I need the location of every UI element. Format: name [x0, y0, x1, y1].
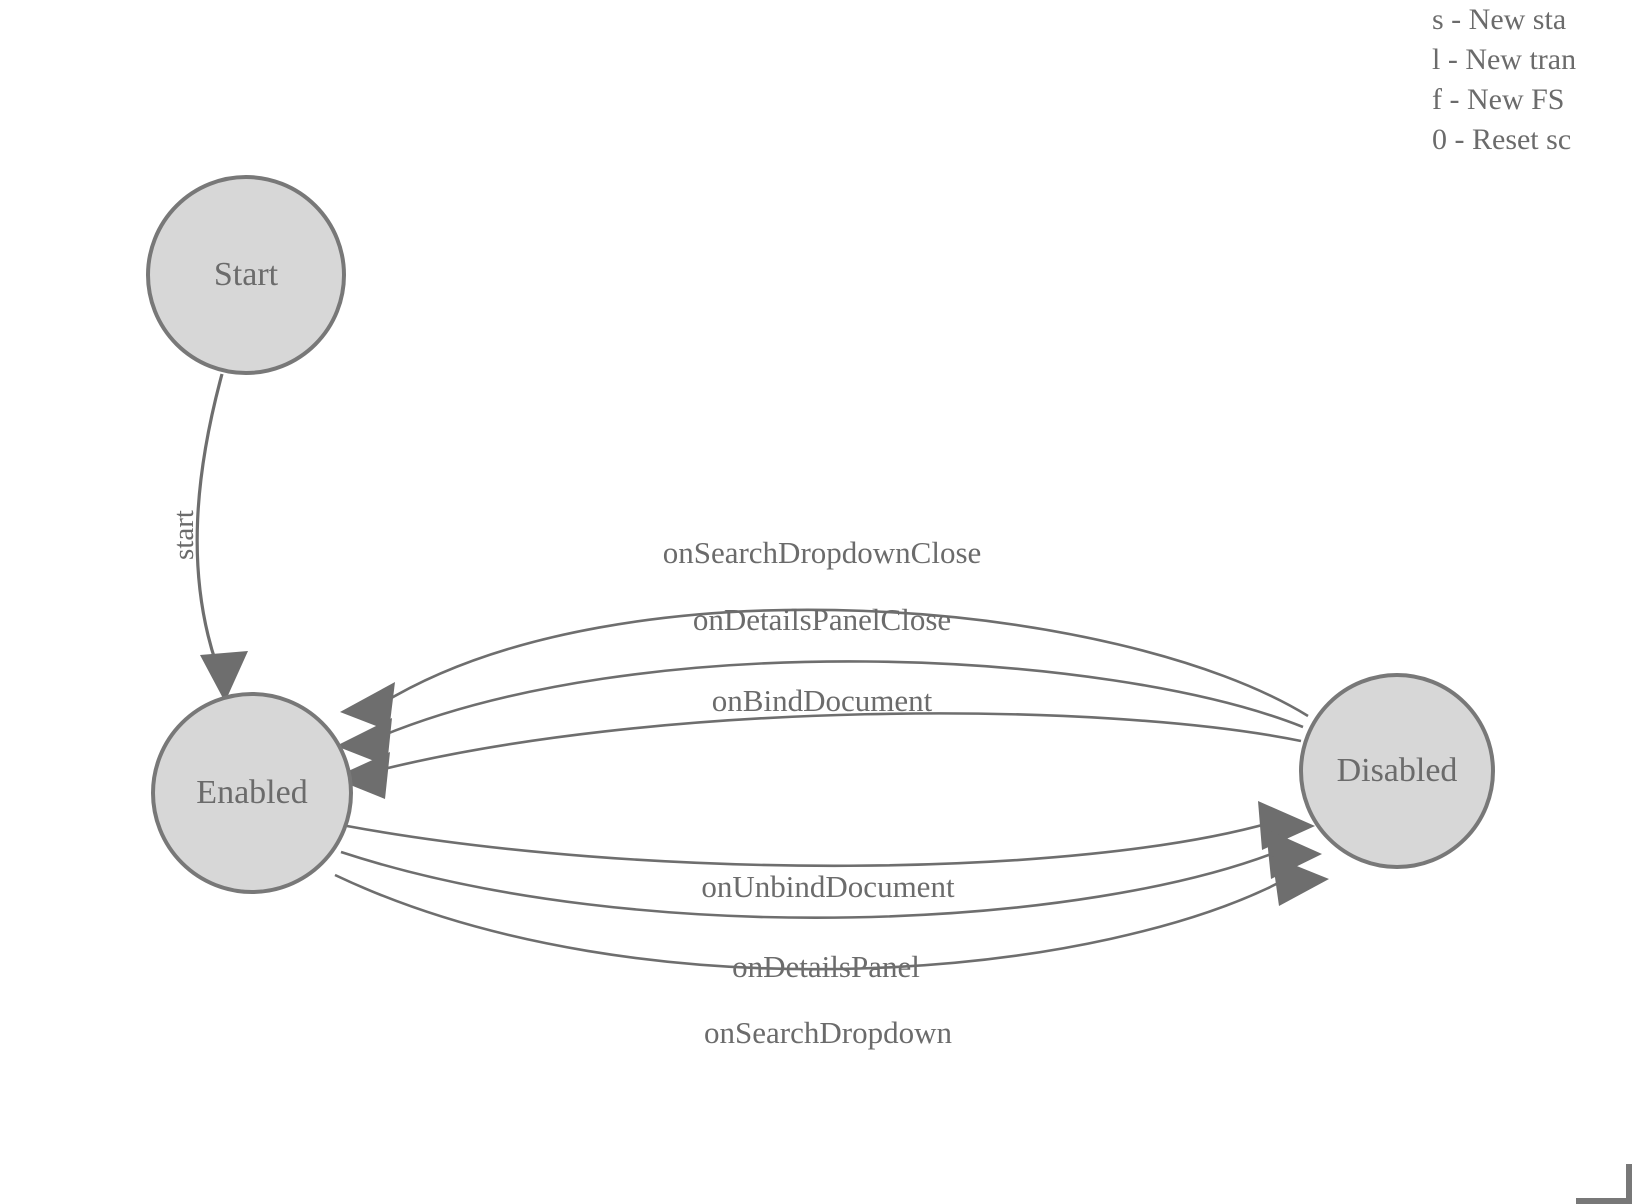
arrow-head-icon: [340, 682, 395, 731]
edge-label-onunbinddocument: onUnbindDocument: [701, 869, 955, 904]
edge-path-ondetailspanelclose: [371, 660, 1304, 742]
node-disabled-label: Disabled: [1337, 752, 1458, 789]
help-line-new-state: s - New sta: [1432, 3, 1567, 36]
node-disabled[interactable]: Disabled: [1299, 673, 1495, 869]
edge-disabled-to-enabled-onsearchdropdownclose[interactable]: onSearchDropdownClose: [340, 535, 1309, 731]
node-enabled-circle[interactable]: [151, 692, 353, 894]
edge-enabled-to-disabled-onsearchdropdown[interactable]: onSearchDropdown: [334, 856, 1329, 1050]
edge-path-onsearchdropdown: [334, 871, 1298, 971]
edge-disabled-to-enabled-onbinddocument[interactable]: onBindDocument: [333, 683, 1302, 799]
resize-corner-handle[interactable]: [1572, 1162, 1632, 1204]
help-line-reset-scene: 0 - Reset sc: [1432, 123, 1572, 156]
edge-start-to-enabled[interactable]: start: [168, 373, 248, 702]
edge-disabled-to-enabled-ondetailspanelclose[interactable]: onDetailsPanelClose: [336, 602, 1304, 766]
arrow-head-icon: [333, 752, 390, 799]
resize-corner-vertical-bar: [1626, 1164, 1632, 1204]
node-start[interactable]: Start: [146, 175, 346, 375]
node-enabled[interactable]: Enabled: [151, 692, 353, 894]
edge-path-ondetailspanel: [340, 845, 1290, 919]
arrow-head-icon: [200, 651, 248, 702]
help-line-new-transition: l - New tran: [1432, 43, 1577, 76]
keyboard-help-overlay: s - New sta l - New tran f - New FS 0 - …: [1432, 0, 1632, 160]
node-start-label: Start: [214, 256, 279, 293]
arrow-head-icon: [336, 718, 392, 766]
edge-label-onsearchdropdownclose: onSearchDropdownClose: [663, 535, 982, 570]
arrow-head-icon: [1272, 856, 1329, 906]
edge-path-start: [195, 373, 224, 664]
edge-label-ondetailspanelclose: onDetailsPanelClose: [693, 602, 951, 637]
edge-path-onbinddocument: [367, 712, 1302, 775]
node-start-circle[interactable]: [146, 175, 346, 375]
edge-path-onsearchdropdownclose: [377, 608, 1309, 718]
edge-enabled-to-disabled-ondetailspanel[interactable]: onDetailsPanel: [340, 829, 1322, 984]
edge-path-onunbinddocument: [346, 818, 1281, 868]
edge-label-onbinddocument: onBindDocument: [712, 683, 933, 718]
edge-label-start: start: [168, 510, 200, 560]
resize-corner-horizontal-bar: [1576, 1198, 1632, 1204]
node-disabled-circle[interactable]: [1299, 673, 1495, 869]
node-enabled-label: Enabled: [196, 774, 307, 811]
help-line-new-fsm: f - New FS: [1432, 83, 1565, 116]
edge-label-onsearchdropdown: onSearchDropdown: [704, 1015, 952, 1050]
